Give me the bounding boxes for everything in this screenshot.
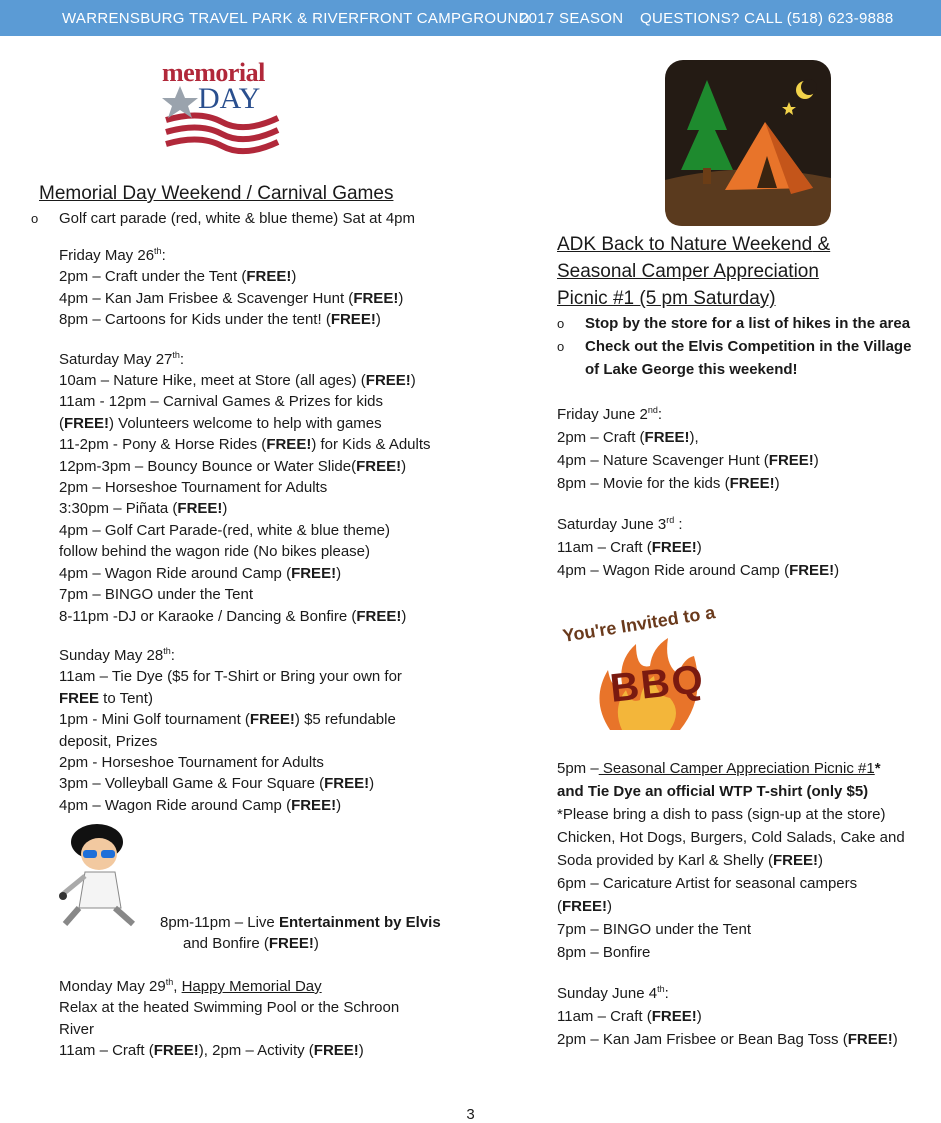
schedule-item: 4pm – Nature Scavenger Hunt (FREE!) <box>557 452 819 469</box>
parade-note: Golf cart parade (red, white & blue them… <box>59 210 416 227</box>
adk-title-line3: Picnic #1 (5 pm Saturday) <box>557 288 776 309</box>
schedule-item: 4pm – Golf Cart Parade-(red, white & blu… <box>59 521 390 539</box>
schedule-item: Soda provided by Karl & Shelly (FREE!) <box>557 852 823 869</box>
schedule-item: 11am – Craft (FREE!) <box>557 539 702 556</box>
schedule-item: 11am – Craft (FREE!) <box>557 1008 702 1025</box>
schedule-item: 10am – Nature Hike, meet at Store (all a… <box>59 372 416 390</box>
bullet-circle-icon: o <box>557 316 565 331</box>
picnic-heading: 5pm – Seasonal Camper Appreciation Picni… <box>557 760 881 777</box>
sunday-heading: Sunday May 28th: <box>59 645 175 664</box>
schedule-item: 8pm – Movie for the kids (FREE!) <box>557 475 780 492</box>
adk-bullet-continued: of Lake George this weekend! <box>585 361 798 378</box>
schedule-item: 12pm-3pm – Bouncy Bounce or Water Slide(… <box>59 457 407 475</box>
schedule-item: 4pm – Wagon Ride around Camp (FREE!) <box>59 796 342 814</box>
picnic-tie-dye: and Tie Dye an official WTP T-shirt (onl… <box>557 783 869 800</box>
logo-memorial-text: memorial <box>162 58 265 87</box>
schedule-item: FREE to Tent) <box>59 689 153 707</box>
schedule-item: 2pm – Horseshoe Tournament for Adults <box>59 479 328 497</box>
schedule-item: Chicken, Hot Dogs, Burgers, Cold Salads,… <box>557 829 905 846</box>
schedule-item: 7pm – BINGO under the Tent <box>59 586 253 604</box>
june-sunday-heading: Sunday June 4th: <box>557 984 669 1003</box>
contact-phone: QUESTIONS? CALL (518) 623-9888 <box>640 9 894 27</box>
june-schedule: Friday June 2nd: 2pm – Craft (FREE!), 4pm… <box>557 403 937 582</box>
schedule-item: 2pm – Kan Jam Frisbee or Bean Bag Toss (… <box>557 1031 898 1048</box>
season-label: 2017 SEASON <box>520 9 624 27</box>
schedule-item: 6pm – Caricature Artist for seasonal cam… <box>557 875 858 892</box>
saturday-heading: Saturday May 27th: <box>59 349 185 368</box>
schedule-item: 8-11pm -DJ or Karaoke / Dancing & Bonfir… <box>59 607 407 625</box>
page-number: 3 <box>466 1106 475 1123</box>
schedule-item: 4pm – Wagon Ride around Camp (FREE!) <box>557 562 840 579</box>
tent-icon <box>665 60 831 226</box>
schedule-item: 3:30pm – Piñata (FREE!) <box>59 500 228 518</box>
schedule-item: (FREE!) Volunteers welcome to help with … <box>59 414 382 432</box>
schedule-item: *Please bring a dish to pass (sign-up at… <box>557 806 886 823</box>
schedule-item: 4pm – Kan Jam Frisbee & Scavenger Hunt (… <box>59 289 404 307</box>
schedule-item: deposit, Prizes <box>59 732 158 750</box>
monday-section: Monday May 29th, Happy Memorial Day Rela… <box>59 976 399 1062</box>
friday-heading: Friday May 26th: <box>59 246 166 265</box>
logo-day-text: DAY <box>198 82 261 115</box>
memorial-schedule: Friday May 26th: 2pm – Craft under the T… <box>59 245 459 816</box>
schedule-item: 2pm - Horseshoe Tournament for Adults <box>59 753 324 771</box>
elvis-text: 8pm-11pm – Live Entertainment by Elvis a… <box>160 914 441 953</box>
schedule-item: 4pm – Wagon Ride around Camp (FREE!) <box>59 564 342 582</box>
memorial-weekend-title: Memorial Day Weekend / Carnival Games <box>39 183 394 204</box>
memorial-bullet: o Golf cart parade (red, white & blue the… <box>31 207 416 230</box>
elvis-illustration <box>55 820 155 930</box>
bullet-circle-icon: o <box>31 211 39 226</box>
schedule-item: 3pm – Volleyball Game & Four Square (FRE… <box>59 775 375 793</box>
schedule-item: Relax at the heated Swimming Pool or the… <box>59 999 400 1017</box>
monday-heading: Monday May 29th, Happy Memorial Day <box>59 977 322 996</box>
june-friday-heading: Friday June 2nd: <box>557 405 663 424</box>
park-name: WARRENSBURG TRAVEL PARK & RIVERFRONT CAM… <box>62 9 530 27</box>
june-saturday-heading: Saturday June 3rd : <box>557 515 683 534</box>
schedule-item: 8pm – Cartoons for Kids under the tent! … <box>59 311 381 329</box>
bullet-circle-icon: o <box>557 339 565 354</box>
bbq-invite-graphic: You're Invited to a BBQ <box>560 600 730 740</box>
bbq-flame-icon <box>599 638 698 730</box>
schedule-item: 8pm – Bonfire <box>557 944 651 961</box>
picnic-section: 5pm – Seasonal Camper Appreciation Picni… <box>557 757 937 1051</box>
schedule-item: 7pm – BINGO under the Tent <box>557 921 751 938</box>
schedule-item: 11-2pm - Pony & Horse Rides (FREE!) for … <box>59 436 431 454</box>
schedule-item: 2pm – Craft under the Tent (FREE!) <box>59 268 297 286</box>
schedule-item: 11am – Tie Dye ($5 for T-Shirt or Bring … <box>59 668 402 686</box>
elvis-icon <box>59 824 135 927</box>
schedule-item: 1pm - Mini Golf tournament (FREE!) $5 re… <box>59 711 396 729</box>
schedule-item: 2pm – Craft (FREE!), <box>557 429 699 446</box>
memorial-title-wrap: Memorial Day Weekend / Carnival Games <box>39 180 393 207</box>
monday-last-item: 11am – Craft (FREE!), 2pm – Activity (FR… <box>59 1042 364 1060</box>
schedule-item: River <box>59 1020 95 1038</box>
schedule-item: follow behind the wagon ride (No bikes p… <box>59 543 371 561</box>
tent-illustration <box>665 60 831 226</box>
schedule-item: 11am - 12pm – Carnival Games & Prizes fo… <box>59 393 384 411</box>
memorial-day-logo: memorial DAY <box>160 58 284 156</box>
memorial-day-logo-art <box>162 86 280 155</box>
adk-title-line2: Seasonal Camper Appreciation <box>557 261 819 282</box>
schedule-item: (FREE!) <box>557 898 612 915</box>
adk-title-block: ADK Back to Nature Weekend & Seasonal Ca… <box>557 231 830 312</box>
header-bar: WARRENSBURG TRAVEL PARK & RIVERFRONT CAM… <box>0 0 941 36</box>
adk-title-line1: ADK Back to Nature Weekend & <box>557 234 831 255</box>
